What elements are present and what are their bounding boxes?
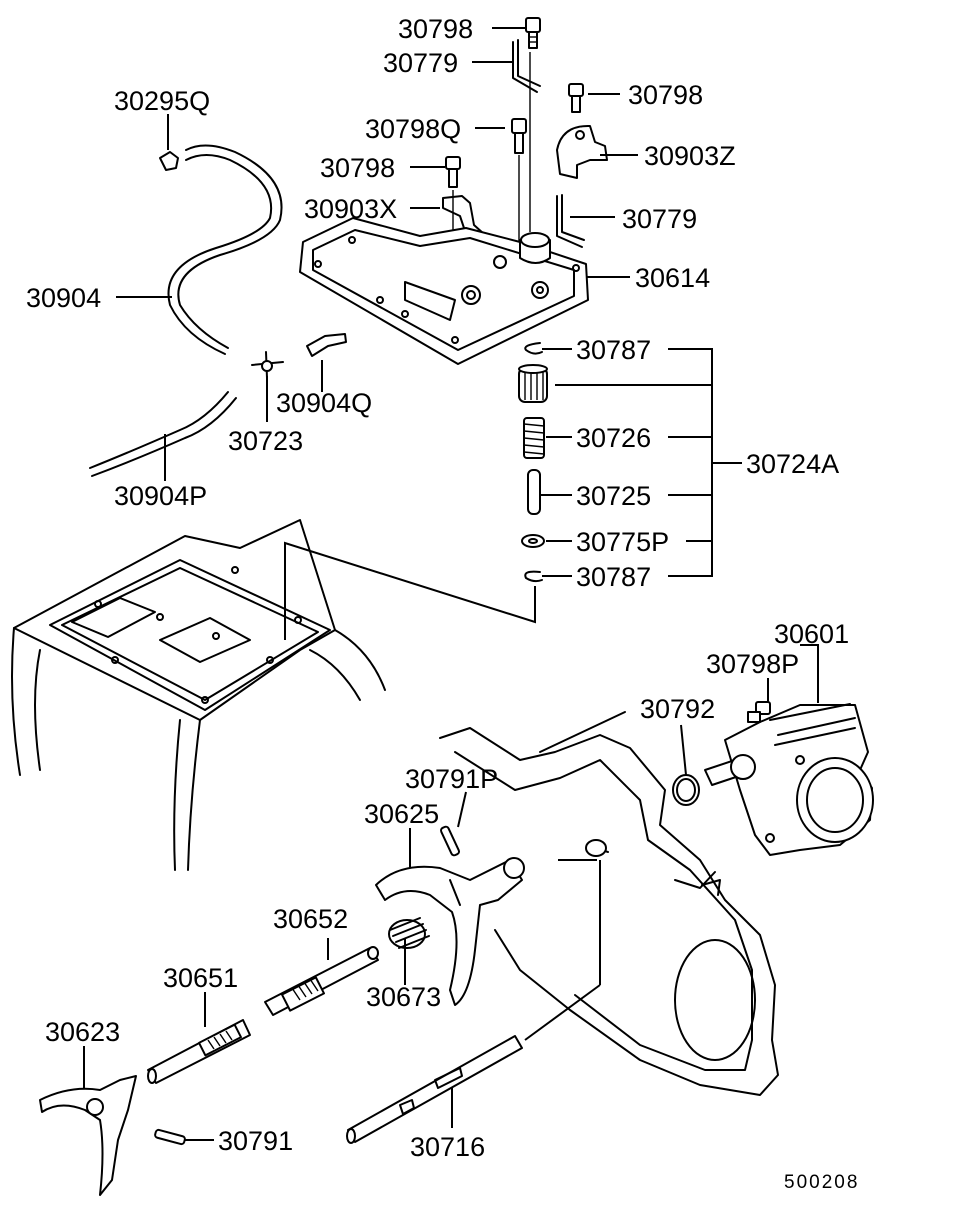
bolt-30798-top bbox=[525, 17, 541, 49]
callout-30798q: 30798Q bbox=[365, 114, 461, 144]
washer-30775p bbox=[521, 534, 545, 548]
hose-30904 bbox=[167, 144, 283, 355]
spring-30673 bbox=[388, 917, 430, 949]
connector-30723 bbox=[251, 351, 284, 379]
o-ring-30792 bbox=[672, 774, 700, 806]
callout-30903z: 30903Z bbox=[644, 141, 736, 171]
callout-labels: 30798 30779 30798 30295Q 30798Q 30903Z 3… bbox=[26, 14, 859, 1193]
plunger-30787-body bbox=[518, 364, 548, 403]
callout-30792: 30792 bbox=[640, 694, 715, 724]
drawing-code: 500208 bbox=[784, 1172, 859, 1193]
callout-30726: 30726 bbox=[576, 423, 651, 453]
callout-30779-b: 30779 bbox=[622, 204, 697, 234]
pin-30791p bbox=[440, 825, 460, 857]
callout-30798-b: 30798 bbox=[628, 80, 703, 110]
shift-rod-30652 bbox=[264, 946, 379, 1016]
callout-30798p: 30798P bbox=[706, 649, 799, 679]
snap-ring-30787-lower bbox=[524, 570, 543, 583]
pin-30791 bbox=[154, 1128, 186, 1146]
callout-30723: 30723 bbox=[228, 426, 303, 456]
hose-30904q bbox=[306, 333, 347, 357]
callout-30791p: 30791P bbox=[405, 764, 498, 794]
shift-rail-cover-30614 bbox=[299, 217, 589, 365]
callout-30625: 30625 bbox=[364, 799, 439, 829]
callout-30295q: 30295Q bbox=[114, 86, 210, 116]
callout-30716: 30716 bbox=[410, 1132, 485, 1162]
callout-30904p: 30904P bbox=[114, 481, 207, 511]
callout-30779-a: 30779 bbox=[383, 48, 458, 78]
callout-30798-c: 30798 bbox=[320, 153, 395, 183]
strap-30779-top bbox=[512, 39, 541, 93]
callout-30652: 30652 bbox=[273, 904, 348, 934]
callout-30787-b: 30787 bbox=[576, 562, 651, 592]
pin-30725 bbox=[527, 469, 541, 515]
clip-30295q bbox=[159, 151, 179, 171]
shift-rail-30716 bbox=[346, 1035, 523, 1144]
hose-30904p bbox=[89, 391, 237, 477]
transfer-case-left bbox=[11, 519, 386, 871]
transfer-case-right bbox=[439, 711, 779, 1096]
bolt-30798q bbox=[511, 118, 527, 154]
shift-rod-30651 bbox=[147, 1019, 251, 1084]
callout-30724a: 30724A bbox=[746, 449, 839, 479]
bolt-30798-right bbox=[568, 83, 584, 113]
callout-30775p: 30775P bbox=[576, 527, 669, 557]
spring-30726 bbox=[523, 417, 545, 459]
callout-30725: 30725 bbox=[576, 481, 651, 511]
bolt-30798-mid bbox=[445, 156, 461, 188]
callout-30904q: 30904Q bbox=[276, 388, 372, 418]
shift-fork-30623 bbox=[39, 1075, 137, 1196]
bracket-30903z bbox=[556, 124, 608, 179]
shift-fork-30625 bbox=[375, 857, 525, 1006]
callout-30623: 30623 bbox=[45, 1017, 120, 1047]
callout-30798-a: 30798 bbox=[398, 14, 473, 44]
strap-30779-right bbox=[556, 194, 585, 248]
callout-30903x: 30903X bbox=[304, 194, 397, 224]
callout-30791: 30791 bbox=[218, 1126, 293, 1156]
callout-30614: 30614 bbox=[635, 263, 710, 293]
bolt-30798p bbox=[747, 701, 771, 723]
callout-30904: 30904 bbox=[26, 283, 101, 313]
callout-30787-a: 30787 bbox=[576, 335, 651, 365]
callout-30601: 30601 bbox=[774, 619, 849, 649]
callout-30651: 30651 bbox=[163, 963, 238, 993]
callout-30673: 30673 bbox=[366, 982, 441, 1012]
snap-ring-30787-upper bbox=[524, 342, 543, 355]
actuator-30601 bbox=[704, 703, 874, 856]
